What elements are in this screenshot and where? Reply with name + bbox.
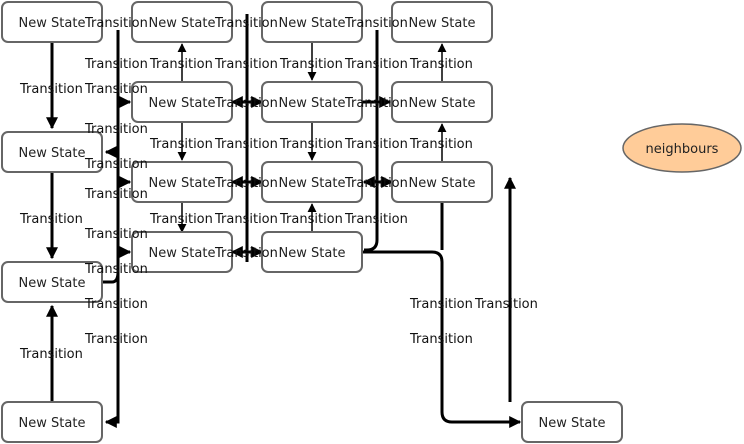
edge-to-bottom-left[interactable] <box>104 400 120 428</box>
transition-label: Transition <box>84 227 148 242</box>
transition-label: Transition <box>474 297 538 312</box>
transition-label: Transition <box>279 57 343 72</box>
transition-label: Transition <box>409 332 473 347</box>
state-node[interactable]: New State <box>1 401 103 443</box>
svg-text:New State: New State <box>19 276 86 291</box>
edge-to-mid-left[interactable] <box>104 140 120 158</box>
edge-lower-left-hook[interactable] <box>102 271 120 284</box>
svg-text:New State: New State <box>409 176 476 191</box>
state-node[interactable]: New State <box>391 81 493 123</box>
transition-label: Transition <box>344 57 408 72</box>
transition-label: Transition <box>19 82 83 97</box>
transition-label: Transition <box>409 137 473 152</box>
svg-text:New State: New State <box>149 16 216 31</box>
transition-label: Transition <box>344 16 408 31</box>
state-node[interactable]: New State <box>1 1 103 43</box>
svg-text:New State: New State <box>279 246 346 261</box>
state-node[interactable]: New State <box>391 1 493 43</box>
states: New State New State New State New State … <box>1 1 623 443</box>
svg-text:New State: New State <box>149 96 216 111</box>
transition-label: Transition <box>84 82 148 97</box>
svg-text:New State: New State <box>149 246 216 261</box>
transition-label: Transition <box>19 347 83 362</box>
transition-label: Transition <box>149 137 213 152</box>
neighbours-label: neighbours <box>646 142 719 157</box>
transition-label: Transition <box>344 212 408 227</box>
transition-label: Transition <box>214 57 278 72</box>
svg-text:New State: New State <box>149 176 216 191</box>
state-node[interactable]: New State <box>131 161 233 203</box>
edge-to-bottom-right[interactable] <box>362 250 522 428</box>
transition-label: Transition <box>149 212 213 227</box>
transition-label: Transition <box>84 187 148 202</box>
svg-text:New State: New State <box>19 146 86 161</box>
svg-text:New State: New State <box>279 96 346 111</box>
state-node[interactable]: New State <box>521 401 623 443</box>
state-node[interactable]: New State <box>261 1 363 43</box>
transition-label: Transition <box>84 16 148 31</box>
transition-label: Transition <box>214 176 278 191</box>
transition-label: Transition <box>84 262 148 277</box>
transition-label: Transition <box>344 176 408 191</box>
transition-label: Transition <box>19 212 83 227</box>
transition-label: Transition <box>279 137 343 152</box>
state-node[interactable]: New State <box>131 231 233 273</box>
transition-label: Transition <box>344 137 408 152</box>
edge-vertical-377[interactable] <box>364 30 379 252</box>
svg-text:New State: New State <box>279 176 346 191</box>
svg-text:New State: New State <box>409 96 476 111</box>
transition-label: Transition <box>344 96 408 111</box>
svg-text:New State: New State <box>409 16 476 31</box>
transition-label: Transition <box>84 57 148 72</box>
transition-label: Transition <box>84 332 148 347</box>
state-node[interactable]: New State <box>261 161 363 203</box>
state-node[interactable]: New State <box>261 81 363 123</box>
state-node[interactable]: New State <box>261 231 363 273</box>
svg-text:New State: New State <box>539 416 606 431</box>
transition-label: Transition <box>84 157 148 172</box>
transition-label: Transition <box>214 212 278 227</box>
transition-label: Transition <box>214 137 278 152</box>
state-node[interactable]: New State <box>1 131 103 173</box>
state-node[interactable]: New State <box>131 81 233 123</box>
transition-label: Transition <box>214 246 278 261</box>
state-node[interactable]: New State <box>391 161 493 203</box>
svg-text:New State: New State <box>19 16 86 31</box>
transition-label: Transition <box>409 297 473 312</box>
transition-label: Transition <box>214 96 278 111</box>
neighbours-oval[interactable]: neighbours <box>622 123 742 173</box>
transition-label: Transition <box>84 122 148 137</box>
transition-label: Transition <box>149 57 213 72</box>
transition-label: Transition <box>409 57 473 72</box>
transition-label: Transition <box>214 16 278 31</box>
transition-label: Transition <box>84 297 148 312</box>
state-node[interactable]: New State <box>1 261 103 303</box>
state-node[interactable]: New State <box>131 1 233 43</box>
svg-text:New State: New State <box>19 416 86 431</box>
transition-label: Transition <box>279 212 343 227</box>
svg-text:New State: New State <box>279 16 346 31</box>
transition-labels: Transition Transition Transition Transit… <box>19 16 538 362</box>
